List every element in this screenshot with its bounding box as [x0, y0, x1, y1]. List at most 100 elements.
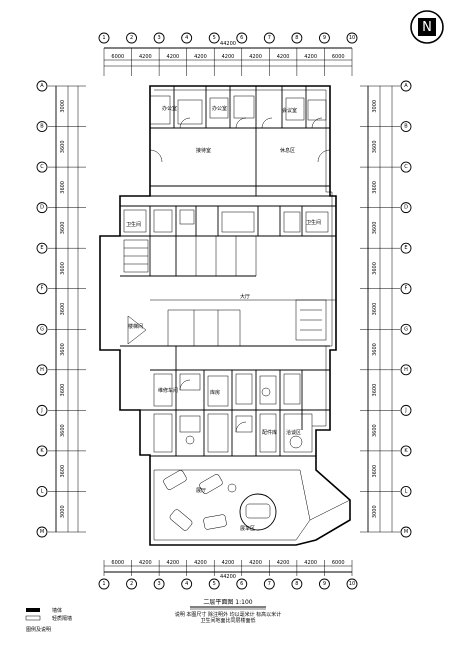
right-axis-bubble-circle: [400, 242, 412, 254]
central-hall: [120, 299, 336, 347]
bottom-dim-segment: 4200: [249, 560, 262, 566]
left-dim-segment: 3600: [60, 222, 66, 235]
left-axis-bubble-circle: [36, 283, 48, 295]
room-label: 会议室: [282, 107, 297, 114]
left-axis-bubble-circle: [36, 161, 48, 173]
top-axis-bubble-label: 10: [349, 35, 355, 41]
bottom-axis-bubble-label: 1: [102, 581, 105, 587]
top-office-block: [149, 86, 331, 197]
left-axis-bubble-label: H: [40, 367, 44, 373]
left-axis-bubble-label: K: [40, 448, 44, 454]
left-dim-segment: 3600: [60, 262, 66, 275]
bottom-axis-bubble-circle: [208, 578, 220, 590]
bottom-dim-segment: 6000: [332, 560, 345, 566]
room-label: 大厅: [240, 293, 250, 300]
north-label: N: [422, 20, 432, 35]
partition-wall-icon: [25, 615, 41, 621]
bottom-axis-bubble-circle: [291, 578, 303, 590]
left-axis-bubble-circle: [36, 526, 48, 538]
showroom-area: [150, 455, 351, 541]
left-axis-bubble-label: E: [40, 245, 43, 251]
left-dim-segment: 3600: [60, 140, 66, 153]
top-axis-bubble-circle: [98, 32, 110, 44]
left-dim-segment: 3000: [60, 100, 66, 113]
left-axis-bubble-label: F: [41, 286, 44, 292]
solid-wall-icon: [26, 608, 40, 612]
left-dimension-chain: 3000360036003600360036003600360036003600…: [55, 86, 79, 532]
right-dim-segment: 3600: [372, 465, 378, 478]
left-axis-bubble-label: J: [40, 407, 42, 413]
right-axis-bubble-label: C: [404, 164, 408, 170]
left-axis-bubble-circle: [36, 486, 48, 497]
room-label: 休息区: [280, 147, 295, 154]
right-dim-segment: 3600: [372, 262, 378, 275]
left-dim-segment: 3600: [60, 384, 66, 397]
right-axis-bubble-circle: [400, 364, 412, 376]
bottom-axis-bubble-circle: [346, 578, 358, 590]
right-axis-bubble-label: E: [404, 245, 407, 251]
bottom-axis-bubble-circle: [153, 578, 165, 590]
bottom-axis-bubble-label: 6: [240, 581, 243, 587]
right-dim-segment: 3600: [372, 384, 378, 397]
room-label: 库房: [210, 389, 220, 396]
right-axis-bubble-circle: [400, 283, 412, 295]
left-axis-bubble-circle: [36, 445, 48, 457]
left-dim-segment: 3600: [60, 181, 66, 194]
right-dim-segment: 3000: [372, 505, 378, 518]
lower-service-block: [140, 346, 330, 457]
top-axis-bubble-circle: [263, 32, 275, 44]
right-axis-bubble-label: J: [404, 407, 406, 413]
left-axis-bubble-circle: [36, 121, 48, 132]
top-dim-segment: 6000: [332, 54, 345, 60]
bottom-axis-bubble-circle: [236, 578, 248, 590]
drawing-title-block: 二层平面图 1:100 说明 本图尺寸 除注明外 均以毫米计 标高以米计 卫生间…: [175, 599, 281, 624]
bottom-axis-bubble-label: 5: [213, 581, 216, 587]
room-label: 卫生间: [126, 221, 141, 228]
room-label: 洽谈区: [286, 429, 301, 436]
top-axis-bubble-circle: [346, 32, 358, 44]
drawing-note: 卫生间地面比同层楼面低: [200, 617, 255, 624]
bottom-axis-bubble-label: 8: [295, 581, 298, 587]
top-dim-segment: 4200: [139, 54, 152, 60]
right-dimension-chain: 3000360036003600360036003600360036003600…: [367, 86, 393, 532]
room-label: 展厅: [196, 488, 206, 494]
bottom-dim-segment: 4200: [222, 560, 235, 566]
right-axis-bubble-circle: [400, 323, 412, 335]
right-axis-bubble-circle: [400, 486, 412, 497]
top-dim-segment: 6000: [111, 54, 124, 60]
bottom-axis-bubble-label: 4: [185, 581, 188, 587]
top-axis-bubble-circle: [236, 32, 248, 44]
right-dim-segment: 3600: [372, 222, 378, 235]
left-axis-bubble-circle: [36, 404, 48, 416]
left-axis-bubble-label: D: [40, 205, 44, 211]
left-axis-bubble-circle: [36, 242, 48, 254]
bottom-axis-bubble-circle: [181, 578, 193, 590]
left-axis-bubble-circle: [36, 202, 48, 214]
top-axis-bubble-label: 5: [213, 35, 216, 41]
legend-footer: 图例及说明: [26, 626, 51, 633]
bottom-axis-bubble-label: 9: [323, 581, 326, 587]
room-label: 展车区: [240, 525, 255, 532]
top-total-dim: 44200: [220, 41, 236, 47]
right-axis-bubble-circle: [400, 445, 412, 457]
left-axis-bubble-circle: [36, 323, 48, 335]
left-axis-bubble-label: L: [41, 488, 44, 494]
top-dim-segment: 4200: [304, 54, 317, 60]
right-axis-bubble-circle: [400, 161, 412, 173]
bottom-dim-segment: 4200: [139, 560, 152, 566]
right-axis-bubble-label: L: [405, 488, 408, 494]
right-axis-bubble-circle: [400, 404, 412, 416]
top-dim-segment: 4200: [222, 54, 235, 60]
bottom-dim-segment: 4200: [304, 560, 317, 566]
right-axis-bubble-circle: [400, 202, 412, 214]
left-axis-bubble-circle: [36, 364, 48, 376]
top-axis-bubble-label: 9: [323, 35, 326, 41]
top-axis-bubble-circle: [153, 32, 165, 44]
top-axis-bubble-circle: [318, 32, 330, 44]
legend: 墙体 轻质隔墙 图例及说明: [25, 607, 72, 633]
room-labels: 办公室 办公室 会议室 接待室 休息区 大厅 卫生间 卫生间 展厅 维修车间 库…: [126, 105, 321, 532]
